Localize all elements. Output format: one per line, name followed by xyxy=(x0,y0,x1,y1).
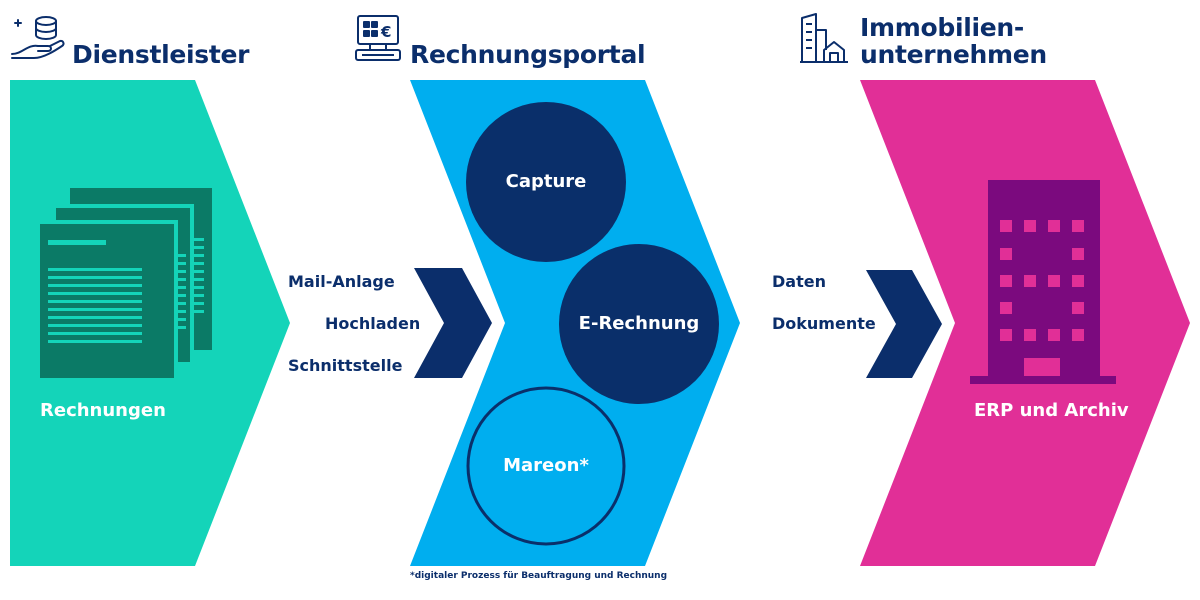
e-rechnung-label: E-Rechnung xyxy=(578,313,700,334)
footnote: *digitaler Prozess für Beauftragung und … xyxy=(410,571,668,581)
svg-text:€: € xyxy=(380,23,391,41)
input-label-upload: Hochladen xyxy=(325,314,421,333)
capture-label: Capture xyxy=(505,171,587,192)
capture-circle xyxy=(466,102,626,262)
company-title-line2: unternehmen xyxy=(860,40,1047,69)
input-arrow xyxy=(414,268,492,378)
buildings-house-icon xyxy=(800,13,848,63)
portal-title: Rechnungsportal xyxy=(410,40,646,69)
invoice-documents-icon xyxy=(36,188,212,382)
output-label-documents: Dokumente xyxy=(772,314,876,333)
output-label-data: Daten xyxy=(772,272,826,291)
input-label-mail: Mail-Anlage xyxy=(288,272,395,291)
provider-title: Dienstleister xyxy=(72,40,250,69)
office-building-icon xyxy=(970,180,1116,384)
invoice-terminal-icon: € xyxy=(355,15,401,61)
company-title: Immobilien- unternehmen xyxy=(860,14,1047,68)
mareon-label: Mareon* xyxy=(503,455,589,476)
mareon-circle xyxy=(466,386,626,546)
provider-caption: Rechnungen xyxy=(40,400,166,421)
e-rechnung-circle xyxy=(559,244,719,404)
company-title-line1: Immobilien- xyxy=(860,13,1025,42)
input-label-interface: Schnittstelle xyxy=(288,356,403,375)
output-arrow xyxy=(866,270,942,378)
company-caption: ERP und Archiv xyxy=(974,400,1129,421)
hand-database-icon xyxy=(11,16,65,59)
